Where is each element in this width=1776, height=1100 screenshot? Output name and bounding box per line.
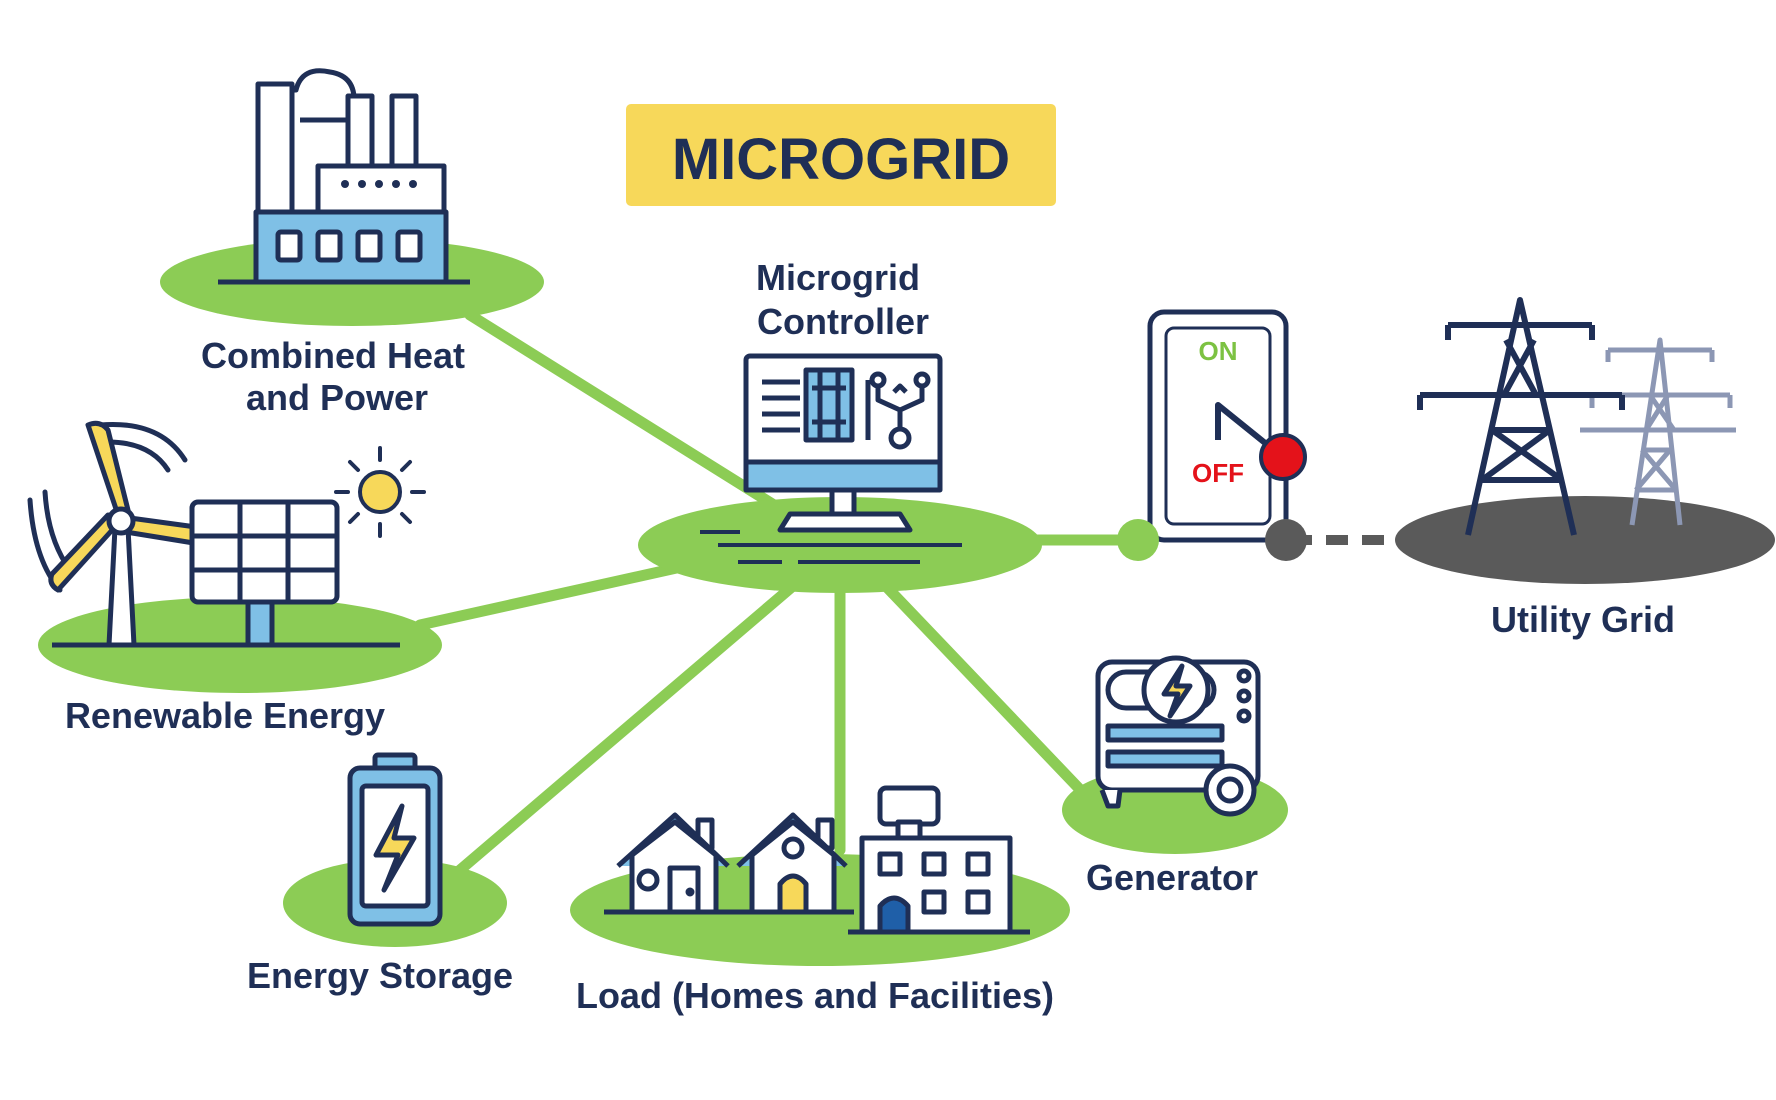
title-box: MICROGRID xyxy=(626,104,1056,206)
switch-out-terminal xyxy=(1265,519,1307,561)
sun-icon xyxy=(334,446,426,538)
node-renewable: Renewable Energy xyxy=(27,420,442,736)
link-chp xyxy=(464,309,796,521)
switch-in-terminal xyxy=(1117,519,1159,561)
generator-label: Generator xyxy=(1086,857,1258,898)
switch-off-label: OFF xyxy=(1192,458,1244,488)
chp-label-line2: and Power xyxy=(246,377,428,418)
switch-knob xyxy=(1259,433,1307,481)
transmission-tower-front-icon xyxy=(1417,297,1625,536)
chp-label-line1: Combined Heat xyxy=(201,335,465,376)
node-load: Load (Homes and Facilities) xyxy=(570,785,1070,1016)
link-storage xyxy=(454,574,806,876)
generator-icon xyxy=(1095,655,1261,817)
house-icon xyxy=(616,812,730,915)
controller-ground-lines xyxy=(700,530,962,564)
switch-on-label: ON xyxy=(1199,336,1238,366)
wind-turbine-icon xyxy=(27,420,221,648)
factory-icon xyxy=(253,68,449,285)
renewable-label: Renewable Energy xyxy=(65,695,385,736)
office-building-icon xyxy=(859,785,1013,935)
node-generator: Generator xyxy=(1062,655,1288,898)
load-label: Load (Homes and Facilities) xyxy=(576,975,1054,1016)
node-utility: Utility Grid xyxy=(1395,297,1775,640)
node-storage: Energy Storage xyxy=(247,752,513,996)
storage-label: Energy Storage xyxy=(247,955,513,996)
utility-label: Utility Grid xyxy=(1491,599,1675,640)
computer-monitor-icon xyxy=(743,353,943,533)
house-icon-2 xyxy=(736,812,848,915)
battery-icon xyxy=(347,752,443,927)
grid-switch: ON OFF xyxy=(1117,309,1307,561)
node-chp: Combined Heat and Power xyxy=(160,68,544,418)
node-controller: Microgrid Controller xyxy=(638,257,1042,593)
controller-label-line1: Microgrid xyxy=(756,257,920,298)
solar-panel-icon xyxy=(189,499,340,648)
utility-ground xyxy=(1395,496,1775,584)
diagram-title: MICROGRID xyxy=(672,127,1010,192)
controller-label-line2: Controller xyxy=(757,301,929,342)
connection-lines xyxy=(414,309,1141,876)
factory-vents xyxy=(341,180,417,188)
link-generator xyxy=(874,574,1096,806)
